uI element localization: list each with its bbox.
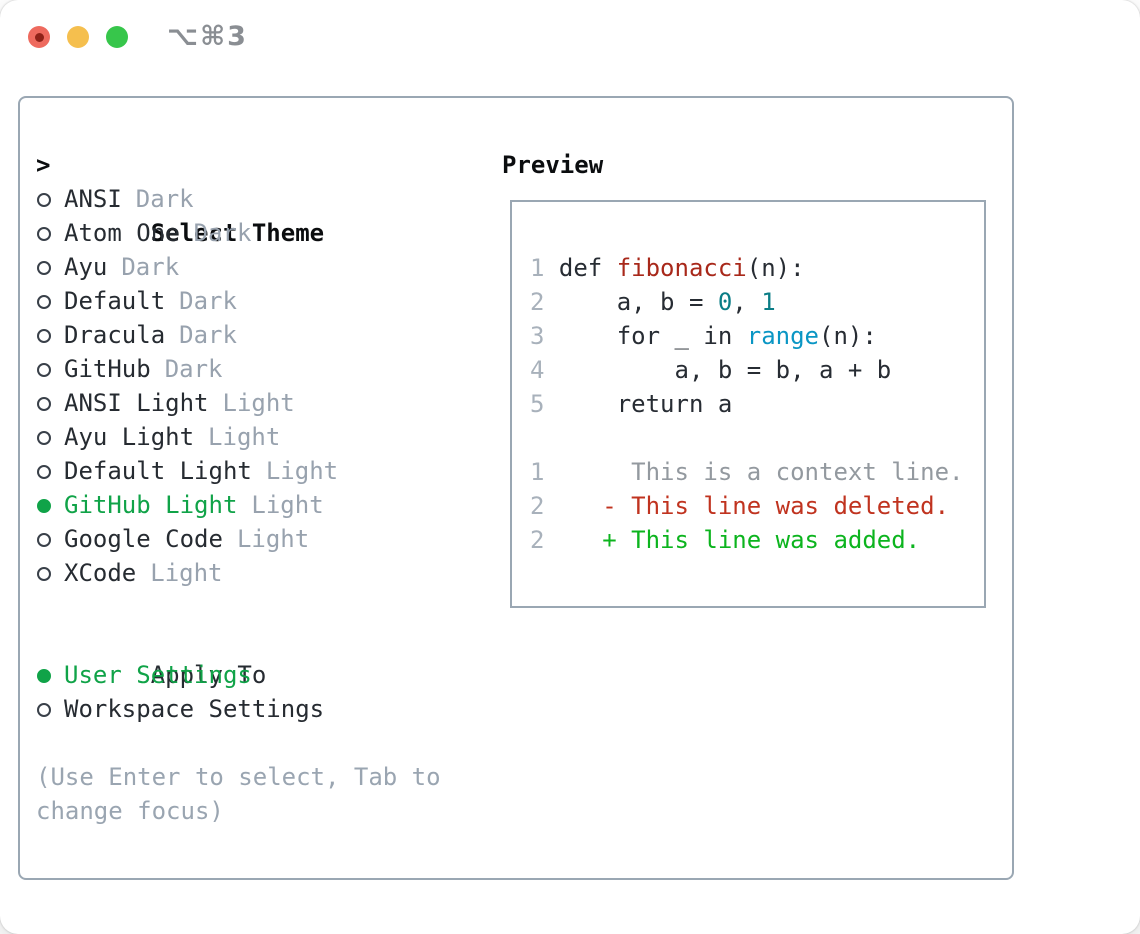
preview-code-line [530, 421, 963, 455]
option-label: Atom One [64, 219, 180, 247]
theme-list-header: > Select Theme [36, 148, 476, 247]
theme-variant-tag: Dark [135, 185, 194, 213]
theme-list-title: Select Theme [150, 219, 325, 247]
option-label: ANSI [64, 185, 122, 213]
titlebar: ⌥⌘3 [0, 0, 1140, 74]
option-label: Workspace Settings [64, 695, 325, 723]
theme-variant-tag: Dark [179, 321, 237, 349]
minimize-button[interactable] [67, 26, 89, 48]
theme-variant-tag: Dark [121, 253, 180, 281]
theme-variant-tag: Light [222, 389, 295, 417]
radio-icon[interactable] [37, 566, 51, 581]
theme-option[interactable]: GitHub Dark [36, 352, 476, 386]
preview-code-line: 1 This is a context line. [530, 458, 964, 486]
radio-icon[interactable] [37, 396, 51, 411]
option-label: GitHub [64, 355, 151, 383]
option-label: Ayu Light [64, 423, 195, 451]
preview-title: Preview [502, 151, 604, 179]
apply-to-title: Apply To [150, 661, 267, 689]
preview-code-line: 5 return a [530, 390, 733, 418]
radio-icon[interactable] [37, 532, 51, 547]
theme-variant-tag: Dark [164, 355, 223, 383]
theme-option[interactable]: Ayu Dark [36, 250, 476, 284]
preview-code-line: 2 + This line was added. [530, 526, 921, 554]
zoom-button[interactable] [106, 26, 128, 48]
theme-option[interactable]: Google Code Light [36, 522, 476, 556]
apply-to-option[interactable]: User Settings [36, 658, 476, 692]
option-label: Dracula [64, 321, 166, 349]
theme-option[interactable]: Default Light Light [36, 454, 476, 488]
theme-option[interactable]: Ayu Light Light [36, 420, 476, 454]
radio-selected-icon[interactable] [37, 498, 51, 513]
theme-option[interactable]: Dracula Dark [36, 318, 476, 352]
option-label: User Settings [64, 661, 252, 689]
theme-option[interactable]: GitHub Light Light [36, 488, 476, 522]
option-label: GitHub Light [64, 491, 238, 519]
preview-code-line: 4 a, b = b, a + b [530, 356, 892, 384]
radio-icon[interactable] [37, 226, 51, 241]
focus-caret: > [36, 151, 51, 179]
radio-icon[interactable] [37, 362, 51, 377]
window-title-shortcut: ⌥⌘3 [167, 21, 248, 52]
theme-option[interactable]: XCode Light [36, 556, 476, 590]
radio-icon[interactable] [37, 464, 51, 479]
option-label: Default Light [64, 457, 252, 485]
apply-to-option[interactable]: Workspace Settings [36, 692, 476, 726]
preview-box [510, 200, 986, 608]
theme-variant-tag: Dark [179, 287, 237, 315]
option-label: Google Code [64, 525, 223, 553]
radio-icon[interactable] [37, 192, 51, 207]
radio-icon[interactable] [37, 702, 51, 717]
radio-icon[interactable] [37, 328, 51, 343]
keyboard-hint: (Use Enter to select, Tab to change focu… [36, 763, 441, 825]
option-label: XCode [64, 559, 137, 587]
radio-icon[interactable] [37, 430, 51, 445]
theme-variant-tag: Dark [193, 219, 252, 247]
radio-icon[interactable] [37, 294, 51, 309]
theme-variant-tag: Light [251, 491, 324, 519]
preview-code-line: 2 - This line was deleted. [530, 492, 950, 520]
apply-to-header: Apply To [36, 624, 476, 689]
theme-option[interactable]: ANSI Light Light [36, 386, 476, 420]
option-label: Default [64, 287, 166, 315]
theme-variant-tag: Light [208, 423, 281, 451]
close-button[interactable] [28, 26, 50, 48]
option-label: Ayu [64, 253, 108, 281]
theme-option[interactable]: Default Dark [36, 284, 476, 318]
preview-code-line: 2 a, b = 0, 1 [530, 288, 776, 316]
theme-variant-tag: Light [265, 457, 339, 485]
preview-code-line: 3 for _ in range(n): [530, 322, 877, 350]
option-label: ANSI Light [64, 389, 209, 417]
theme-option[interactable]: Atom One Dark [36, 216, 476, 250]
theme-option[interactable]: ANSI Dark [36, 182, 476, 216]
theme-variant-tag: Light [236, 525, 310, 553]
preview-code-line: 1 def fibonacci(n): [530, 254, 805, 282]
preview-code: 1 def fibonacci(n): 2 a, b = 0, 1 3 for _ … [530, 251, 963, 557]
radio-selected-icon[interactable] [37, 668, 51, 683]
radio-icon[interactable] [37, 260, 51, 275]
theme-variant-tag: Light [150, 559, 223, 587]
